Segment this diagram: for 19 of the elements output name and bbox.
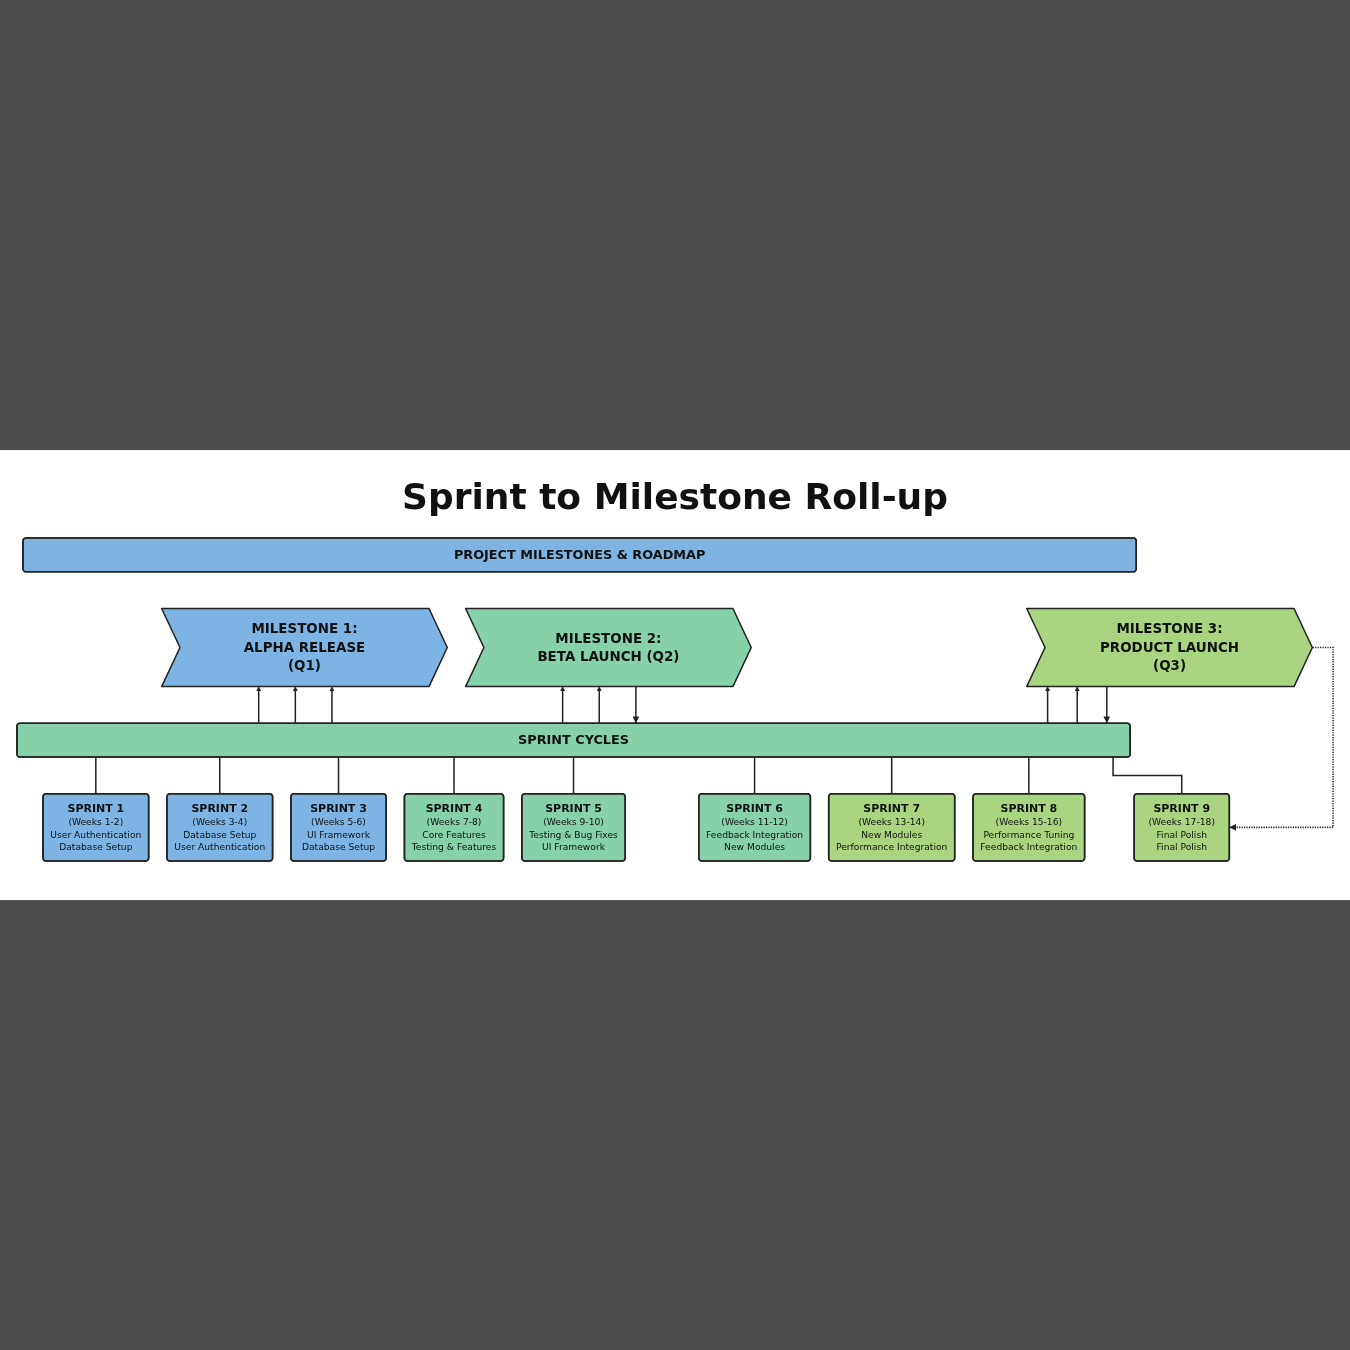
arrow <box>596 686 602 724</box>
arrow <box>632 685 640 724</box>
arrow <box>256 686 262 724</box>
connector <box>453 756 455 795</box>
connector <box>1112 756 1183 795</box>
connector <box>337 756 340 795</box>
arrow <box>1103 685 1111 724</box>
arrow <box>1074 686 1080 724</box>
diagram-title: Sprint to Milestone Roll-up <box>401 476 949 518</box>
connector <box>572 756 575 795</box>
connector <box>1028 756 1030 795</box>
arrow <box>292 686 298 724</box>
arrow <box>559 686 566 724</box>
connector <box>95 756 97 795</box>
arrow <box>1044 686 1051 724</box>
arrow <box>329 686 335 724</box>
connector <box>753 756 756 795</box>
connector <box>219 756 221 795</box>
connector <box>890 756 893 795</box>
